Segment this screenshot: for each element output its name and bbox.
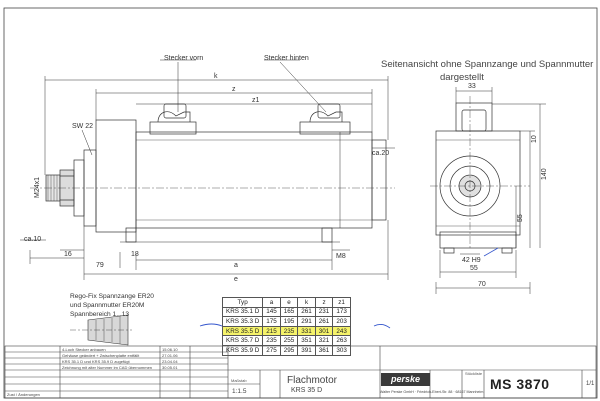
table-header: a	[262, 297, 281, 308]
table-cell: 165	[279, 306, 299, 318]
label-stecker-vorn: Stecker vorn	[164, 55, 204, 62]
table-cell: 255	[279, 335, 299, 346]
revision-date-2: 27.01.06	[162, 353, 178, 358]
highlight-arrow	[199, 323, 223, 327]
dim-55-horizontal: 55	[470, 265, 478, 272]
dim-k: k	[214, 73, 218, 80]
collet-note-line3: Spannbereich 1...13	[70, 311, 130, 318]
dim-16: 16	[64, 251, 72, 258]
table-cell: 261	[297, 306, 316, 318]
drawing-number: MS 3870	[490, 376, 550, 392]
dim-42h9: 42 H9	[462, 257, 481, 264]
company-address: Walter Perske GmbH · Friedrich-Ebert-Str…	[380, 390, 484, 394]
side-view-caption: Seitenansicht ohne Spannzange und Spannm…	[381, 59, 594, 70]
revision-2: Gehäuse geändert + Zwischenplatte entfäl…	[62, 353, 140, 358]
label-thread: M24x1	[34, 176, 41, 198]
table-cell: KRS 35.5 D	[221, 325, 264, 337]
scale-value: 1:1.5	[232, 388, 247, 395]
revision-3: KRS 35.1 D und KRS 35.9 D zugefügt	[62, 359, 130, 364]
table-header: k	[297, 297, 316, 308]
label-sw: SW 22	[72, 123, 94, 130]
sheet-number: 1/1	[586, 381, 595, 387]
side-view-dimensions	[20, 76, 395, 280]
table-cell: 361	[314, 344, 334, 356]
dim-z1: z1	[252, 97, 260, 104]
indicator-arrow	[483, 247, 499, 257]
scale-label: Maßstab	[231, 378, 247, 383]
table-cell: 235	[279, 325, 299, 337]
drawing-name: Flachmotor	[287, 375, 338, 386]
dim-55-vertical: 55	[517, 214, 524, 222]
company-logo: perske	[381, 373, 430, 386]
dim-z: z	[232, 86, 236, 93]
side-view-caption-2: dargestellt	[440, 72, 484, 83]
table-cell: 275	[262, 344, 281, 356]
table-cell: KRS 35.7 D	[221, 335, 264, 346]
label-ca10: ca.10	[24, 236, 42, 243]
table-cell: 235	[262, 335, 281, 346]
table-row: KRS 35.9 D 275 295 391 361 303	[221, 344, 351, 356]
table-header: e	[279, 297, 299, 308]
table-cell: 215	[262, 325, 281, 337]
table-cell: 203	[332, 316, 351, 327]
table-row: KRS 35.3 D 175 195 291 261 203	[221, 316, 351, 327]
table-header: z1	[332, 297, 351, 308]
revision-date-1: 15.06.10	[162, 347, 178, 352]
table-cell: 391	[297, 344, 316, 356]
table-header: z	[314, 297, 334, 308]
part-list-label: Stückliste	[465, 371, 483, 376]
dim-79: 79	[96, 262, 104, 269]
dim-70: 70	[478, 281, 486, 288]
collet-note-line2: und Spannmutter ER20M	[70, 302, 145, 309]
table-cell: KRS 35.9 D	[221, 344, 264, 356]
dim-a: a	[234, 262, 238, 269]
table-cell: 261	[314, 316, 334, 327]
revision-header: Zust / Änderungen	[7, 392, 40, 397]
table-cell: KRS 35.1 D	[221, 306, 264, 318]
dim-e: e	[234, 276, 238, 283]
table-cell: 303	[332, 344, 351, 356]
side-view	[30, 59, 395, 243]
front-view-dimensions	[435, 87, 546, 294]
table-cell: 301	[314, 325, 334, 337]
table-cell: 263	[332, 335, 351, 346]
table-cell: 173	[332, 306, 351, 318]
table-cell: 231	[314, 306, 334, 318]
revision-4: Zeichnung mit alter Nummer im CAD überno…	[62, 365, 153, 370]
table-cell: 291	[297, 316, 316, 327]
table-header: Typ	[221, 297, 264, 308]
front-view	[430, 96, 530, 254]
label-ca20: ca.20	[372, 150, 390, 157]
dim-18: 18	[131, 251, 139, 258]
table-cell: 295	[279, 344, 299, 356]
drawing-model: KRS 35 D	[291, 387, 323, 394]
revision-1: 4-Loch Stecker anbauen	[62, 347, 106, 352]
table-cell: 175	[262, 316, 281, 327]
table-row: KRS 35.1 D 145 165 261 231 173	[221, 306, 351, 318]
revision-date-3: 23.04.04	[162, 359, 178, 364]
table-cell: 243	[332, 325, 351, 337]
collet-detail	[70, 314, 132, 346]
label-m8: M8	[336, 253, 346, 260]
revision-date-4: 30.05.01	[162, 365, 178, 370]
dim-140: 140	[541, 168, 548, 180]
dim-33: 33	[468, 83, 476, 90]
table-cell: KRS 35.3 D	[221, 316, 264, 327]
collet-note-line1: Rego-Fix Spannzange ER20	[70, 293, 154, 300]
table-cell: 321	[314, 335, 334, 346]
dimension-table: Typ a e k z z1 KRS 35.1 D 145 165 261 23…	[221, 297, 351, 356]
table-row-highlighted: KRS 35.5 D 215 235 331 301 243	[221, 325, 351, 337]
table-cell: 351	[297, 335, 316, 346]
table-header-row: Typ a e k z z1	[221, 297, 351, 308]
highlight-arrow-end	[373, 323, 391, 329]
dim-10: 10	[531, 135, 538, 143]
label-stecker-hinten: Stecker hinten	[264, 55, 309, 62]
table-cell: 331	[297, 325, 316, 337]
table-row: KRS 35.7 D 235 255 351 321 263	[221, 335, 351, 346]
table-cell: 195	[279, 316, 299, 327]
table-cell: 145	[262, 306, 281, 318]
